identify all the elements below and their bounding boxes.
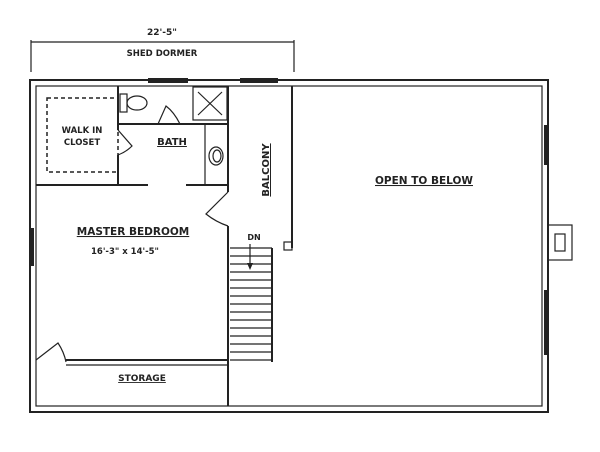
interior-walls [36, 86, 293, 406]
dimension-line: 22'-5" SHED DORMER [30, 28, 295, 72]
down-arrow-icon [247, 244, 253, 270]
dimension-width: 22'-5" [147, 28, 177, 38]
balcony-label: BALCONY [261, 143, 272, 197]
toilet-icon [119, 93, 148, 113]
closet-label-line2: CLOSET [64, 138, 101, 148]
windows [29, 78, 549, 355]
master-bedroom-label: MASTER BEDROOM [77, 226, 190, 238]
shower-icon [192, 86, 228, 121]
closet-shelf [46, 97, 119, 173]
sink-icon [208, 146, 224, 166]
open-to-below-label: OPEN TO BELOW [375, 175, 473, 187]
bath-label: BATH [157, 137, 187, 148]
exterior-walls [29, 79, 549, 413]
stairs [230, 247, 273, 362]
chimney [547, 224, 573, 261]
stairs-direction: DN [247, 233, 260, 242]
master-bedroom-size: 16'-3" x 14'-5" [91, 247, 159, 257]
doors [35, 105, 229, 363]
closet-label-line1: WALK IN [62, 126, 103, 136]
dimension-label: SHED DORMER [127, 49, 198, 59]
storage-label: STORAGE [118, 374, 166, 384]
